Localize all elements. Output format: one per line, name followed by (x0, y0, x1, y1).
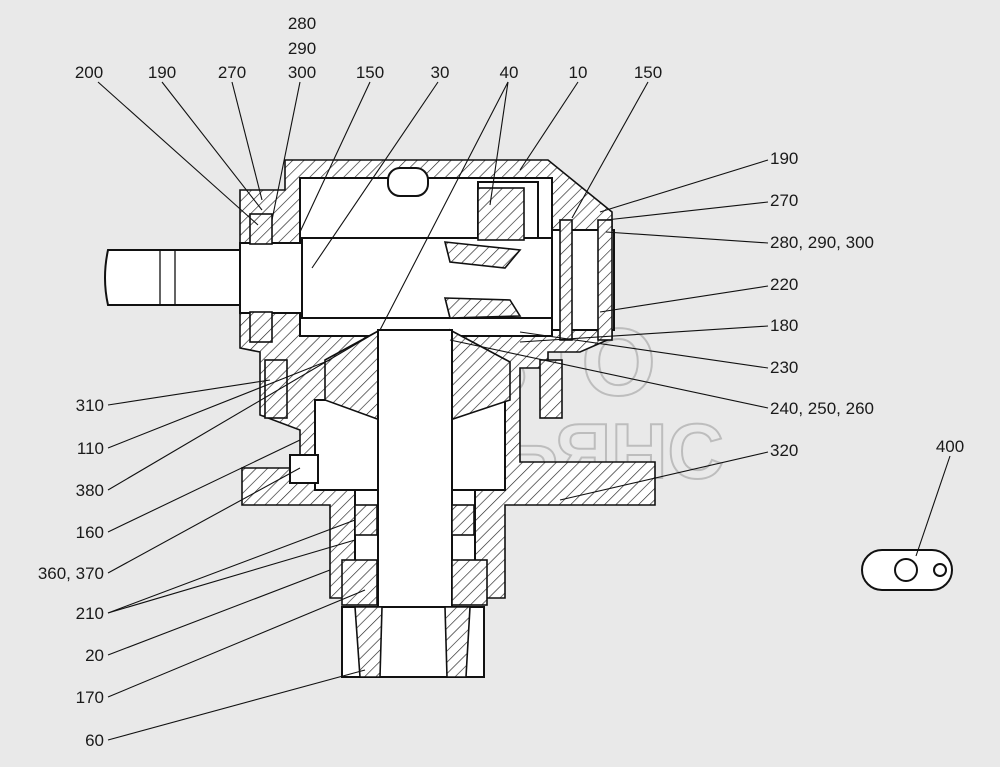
callout-280-top: 280 (288, 14, 316, 33)
callout-190-right: 190 (770, 149, 798, 168)
callout-110: 110 (77, 439, 104, 458)
callout-60: 60 (85, 731, 104, 750)
callout-160: 160 (76, 523, 104, 542)
bevel-gears (264, 187, 563, 422)
callout-310: 310 (76, 396, 104, 415)
callout-220: 220 (770, 275, 798, 294)
callout-150-right: 150 (634, 63, 662, 82)
callout-200: 200 (75, 63, 103, 82)
callout-230: 230 (770, 358, 798, 377)
callout-270-right: 270 (770, 191, 798, 210)
callout-290-top: 290 (288, 39, 316, 58)
callout-170: 170 (76, 688, 104, 707)
output-shaft (289, 329, 488, 678)
callout-320: 320 (770, 441, 798, 460)
callouts-right: 190 270 280, 290, 300 220 180 230 240, 2… (770, 149, 874, 460)
callout-180: 180 (770, 316, 798, 335)
callout-360-370: 360, 370 (38, 564, 104, 583)
callouts-left: 310 110 380 160 360, 370 210 20 170 60 (38, 396, 104, 750)
callout-280-290-300: 280, 290, 300 (770, 233, 874, 252)
callout-300-top: 300 (288, 63, 316, 82)
callout-380: 380 (76, 481, 104, 500)
callout-20: 20 (85, 646, 104, 665)
callout-40: 40 (500, 63, 519, 82)
callout-150-left: 150 (356, 63, 384, 82)
part-400 (861, 549, 953, 591)
callout-270-top: 270 (218, 63, 246, 82)
callout-190-top: 190 (148, 63, 176, 82)
callout-210: 210 (76, 604, 104, 623)
callout-30: 30 (431, 63, 450, 82)
callout-240-250-260: 240, 250, 260 (770, 399, 874, 418)
callout-400: 400 (936, 437, 964, 456)
callout-10: 10 (569, 63, 588, 82)
callouts-top: 200 190 270 280 290 300 150 30 40 10 150 (75, 14, 662, 82)
leader-lines (97, 81, 951, 741)
